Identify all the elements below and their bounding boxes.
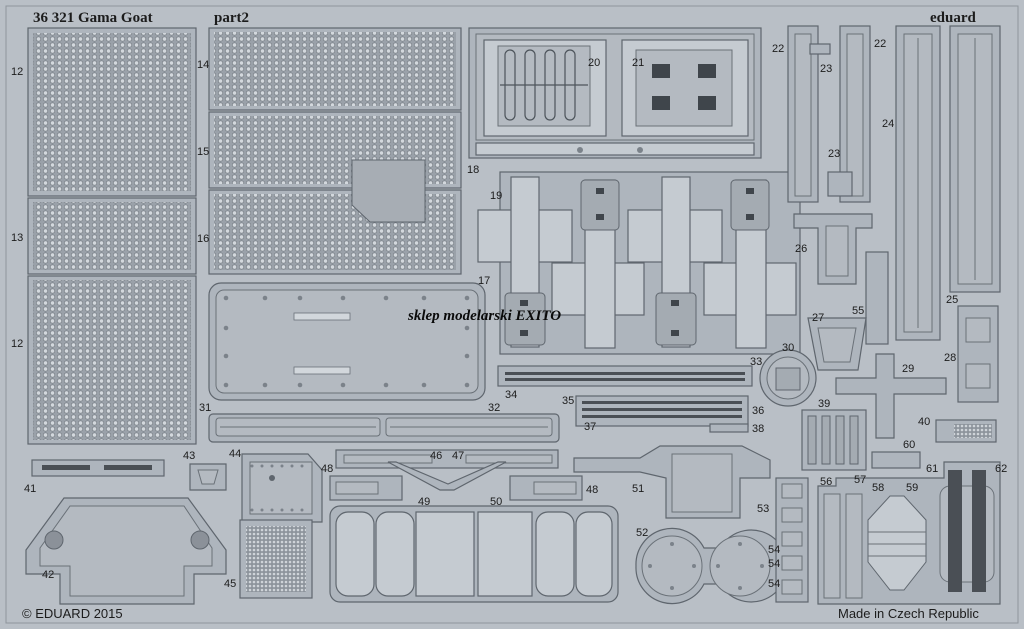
part-number-33: 33 bbox=[750, 356, 762, 368]
bracket-part-43 bbox=[189, 463, 227, 491]
part-number-23-top: 23 bbox=[820, 63, 832, 75]
part-number-60: 60 bbox=[903, 439, 915, 451]
part-number-55: 55 bbox=[852, 305, 864, 317]
part-number-61: 61 bbox=[926, 463, 938, 475]
part-number-14: 14 bbox=[197, 59, 209, 71]
watermark-text: sklep modelarski EXITO bbox=[407, 308, 561, 324]
fret-subtitle: part2 bbox=[214, 10, 249, 26]
part-number-19: 19 bbox=[490, 190, 502, 202]
part-number-39: 39 bbox=[818, 398, 830, 410]
clip-part-28 bbox=[957, 305, 999, 403]
comb-part-39 bbox=[801, 409, 867, 471]
part-number-42: 42 bbox=[42, 569, 54, 581]
strip-part-41 bbox=[31, 459, 165, 477]
panel-parts-49-50 bbox=[329, 505, 619, 603]
part-number-48-right: 48 bbox=[586, 484, 598, 496]
part-number-22-left: 22 bbox=[772, 43, 784, 55]
part-number-22-right: 22 bbox=[874, 38, 886, 50]
part-number-15: 15 bbox=[197, 146, 209, 158]
part-number-29: 29 bbox=[902, 363, 914, 375]
part-number-35: 35 bbox=[562, 395, 574, 407]
mesh-part-40 bbox=[935, 419, 997, 443]
strip-parts-33-34 bbox=[497, 365, 753, 387]
frame-part-42 bbox=[25, 497, 227, 605]
part-number-43: 43 bbox=[183, 450, 195, 462]
part-number-30: 30 bbox=[782, 342, 794, 354]
part-number-34: 34 bbox=[505, 389, 517, 401]
part-number-58: 58 bbox=[872, 482, 884, 494]
part-number-18: 18 bbox=[467, 164, 479, 176]
clip-parts-53-54 bbox=[775, 477, 809, 603]
bracket-part-19 bbox=[477, 171, 801, 355]
bracket-part-48-left bbox=[329, 475, 403, 501]
part-number-37: 37 bbox=[584, 421, 596, 433]
part-number-57: 57 bbox=[854, 474, 866, 486]
rail-parts-22-23 bbox=[787, 25, 871, 203]
part-number-26: 26 bbox=[795, 243, 807, 255]
part-number-41: 41 bbox=[24, 483, 36, 495]
part-number-12-top: 12 bbox=[11, 66, 23, 78]
part-number-46: 46 bbox=[430, 450, 442, 462]
brand-logo-text: eduard bbox=[930, 10, 977, 26]
strip-part-60 bbox=[871, 451, 921, 469]
panel-parts-56-62 bbox=[817, 461, 1001, 605]
part-number-25: 25 bbox=[946, 294, 958, 306]
origin-text: Made in Czech Republic bbox=[838, 606, 979, 621]
part-number-13: 13 bbox=[11, 232, 23, 244]
frame-part-18 bbox=[468, 27, 762, 159]
part-number-20: 20 bbox=[588, 57, 600, 69]
part-number-36: 36 bbox=[752, 405, 764, 417]
cross-part-29 bbox=[835, 353, 947, 439]
part-number-51: 51 bbox=[632, 483, 644, 495]
part-number-23-bottom: 23 bbox=[828, 148, 840, 160]
part-number-31: 31 bbox=[199, 402, 211, 414]
part-number-38: 38 bbox=[752, 423, 764, 435]
part-number-49: 49 bbox=[418, 496, 430, 508]
part-number-47: 47 bbox=[452, 450, 464, 462]
part-number-27: 27 bbox=[812, 312, 824, 324]
part-number-59: 59 bbox=[906, 482, 918, 494]
copyright-text: © EDUARD 2015 bbox=[22, 606, 123, 621]
mesh-panel-center bbox=[208, 27, 462, 275]
part-number-56: 56 bbox=[820, 476, 832, 488]
bracket-part-26 bbox=[793, 213, 873, 285]
part-number-21: 21 bbox=[632, 57, 644, 69]
hatch-part-44 bbox=[241, 453, 323, 523]
part-number-24: 24 bbox=[882, 118, 894, 130]
part-number-50: 50 bbox=[490, 496, 502, 508]
part-number-17: 17 bbox=[478, 275, 490, 287]
mesh-panel-column bbox=[27, 27, 197, 445]
part-number-62: 62 bbox=[995, 463, 1007, 475]
strip-parts-35-38 bbox=[575, 395, 749, 433]
part-number-52: 52 bbox=[636, 527, 648, 539]
bracket-part-51 bbox=[573, 445, 771, 519]
bracket-part-48-right bbox=[509, 475, 583, 501]
round-part-30 bbox=[759, 349, 817, 407]
part-number-16: 16 bbox=[197, 233, 209, 245]
double-ring-part-52 bbox=[635, 527, 788, 605]
linkage-parts-46-47 bbox=[335, 449, 559, 491]
trapezoid-part-27 bbox=[807, 317, 867, 371]
strip-parts-31-32 bbox=[208, 413, 560, 443]
part-number-54-a: 54 bbox=[768, 544, 780, 556]
part-number-48-left: 48 bbox=[321, 463, 333, 475]
part-number-44: 44 bbox=[229, 448, 241, 460]
rail-parts-24-25 bbox=[895, 25, 1001, 341]
fret-title: 36 321 Gama Goat bbox=[33, 10, 153, 26]
part-number-54-b: 54 bbox=[768, 558, 780, 570]
part-number-32: 32 bbox=[488, 402, 500, 414]
part-number-53: 53 bbox=[757, 503, 769, 515]
part-number-12-bottom: 12 bbox=[11, 338, 23, 350]
part-number-40: 40 bbox=[918, 416, 930, 428]
mesh-part-45 bbox=[239, 519, 313, 599]
part-number-54-c: 54 bbox=[768, 578, 780, 590]
plate-part-17 bbox=[208, 282, 486, 401]
part-number-28: 28 bbox=[944, 352, 956, 364]
part-number-45: 45 bbox=[224, 578, 236, 590]
strip-part-55 bbox=[865, 251, 889, 345]
